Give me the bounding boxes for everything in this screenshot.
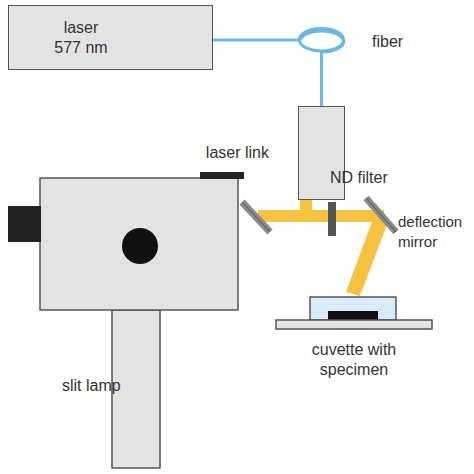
mirror-edge	[242, 202, 270, 232]
mirror-edge	[366, 198, 396, 232]
node-text: laser link	[206, 143, 269, 163]
deflection-mirror	[366, 198, 396, 232]
part-label: slit lamp	[62, 376, 121, 396]
cuvette	[310, 297, 396, 320]
eyepiece	[8, 206, 41, 242]
fiber-cable	[213, 28, 344, 106]
laser-box: laser 577 nm	[8, 5, 213, 70]
nd-filter	[328, 202, 336, 236]
specimen	[328, 311, 378, 320]
part-label: ND filter	[330, 168, 388, 188]
mount-bar	[200, 172, 244, 179]
laser-beam	[258, 200, 388, 296]
slit-lamp-knob	[122, 228, 158, 264]
fiber-label: fiber	[372, 32, 403, 52]
node-text: laser 577 nm	[49, 18, 113, 58]
part-label: cuvette with specimen	[290, 340, 418, 380]
stage-plate	[276, 320, 432, 329]
slit-lamp-body	[40, 178, 238, 310]
mirror	[242, 202, 270, 232]
part-label: deflection mirror	[398, 212, 468, 252]
